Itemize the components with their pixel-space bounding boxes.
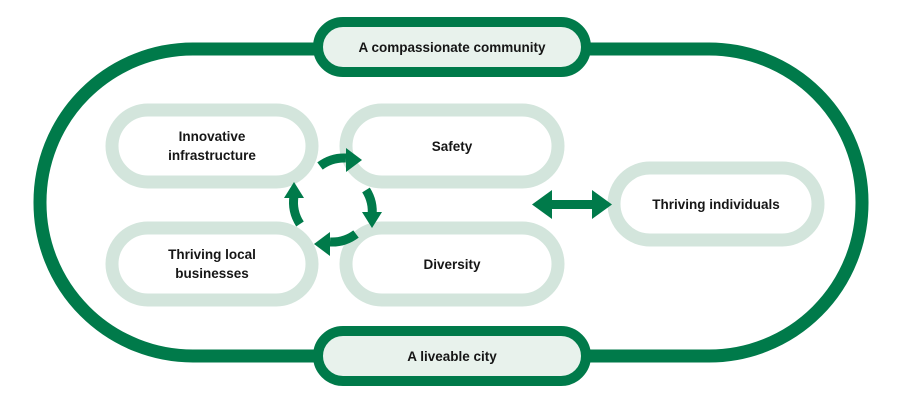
top-pill [313,17,591,77]
bottom-pill [313,326,591,386]
node-box-thriving-individuals [607,161,825,247]
node-label-innovative-infrastructure: Innovative infrastructure [168,129,256,163]
cycle-arrowheads [284,148,382,256]
outer-bottom-label: A liveable city [407,348,497,364]
node-box-safety [339,103,565,189]
outer-top-label: A compassionate community [358,39,546,55]
node-box-innovative-infrastructure [105,103,319,189]
node-box-thriving-local-businesses [105,221,319,307]
node-box-diversity [339,221,565,307]
node-label-thriving-local-businesses: Thriving local businesses [168,247,256,281]
node-label-diversity: Diversity [423,256,481,272]
node-label-safety: Safety [431,138,473,154]
double-headed-arrow-icon [532,190,612,219]
node-label-thriving-individuals: Thriving individuals [652,196,780,212]
